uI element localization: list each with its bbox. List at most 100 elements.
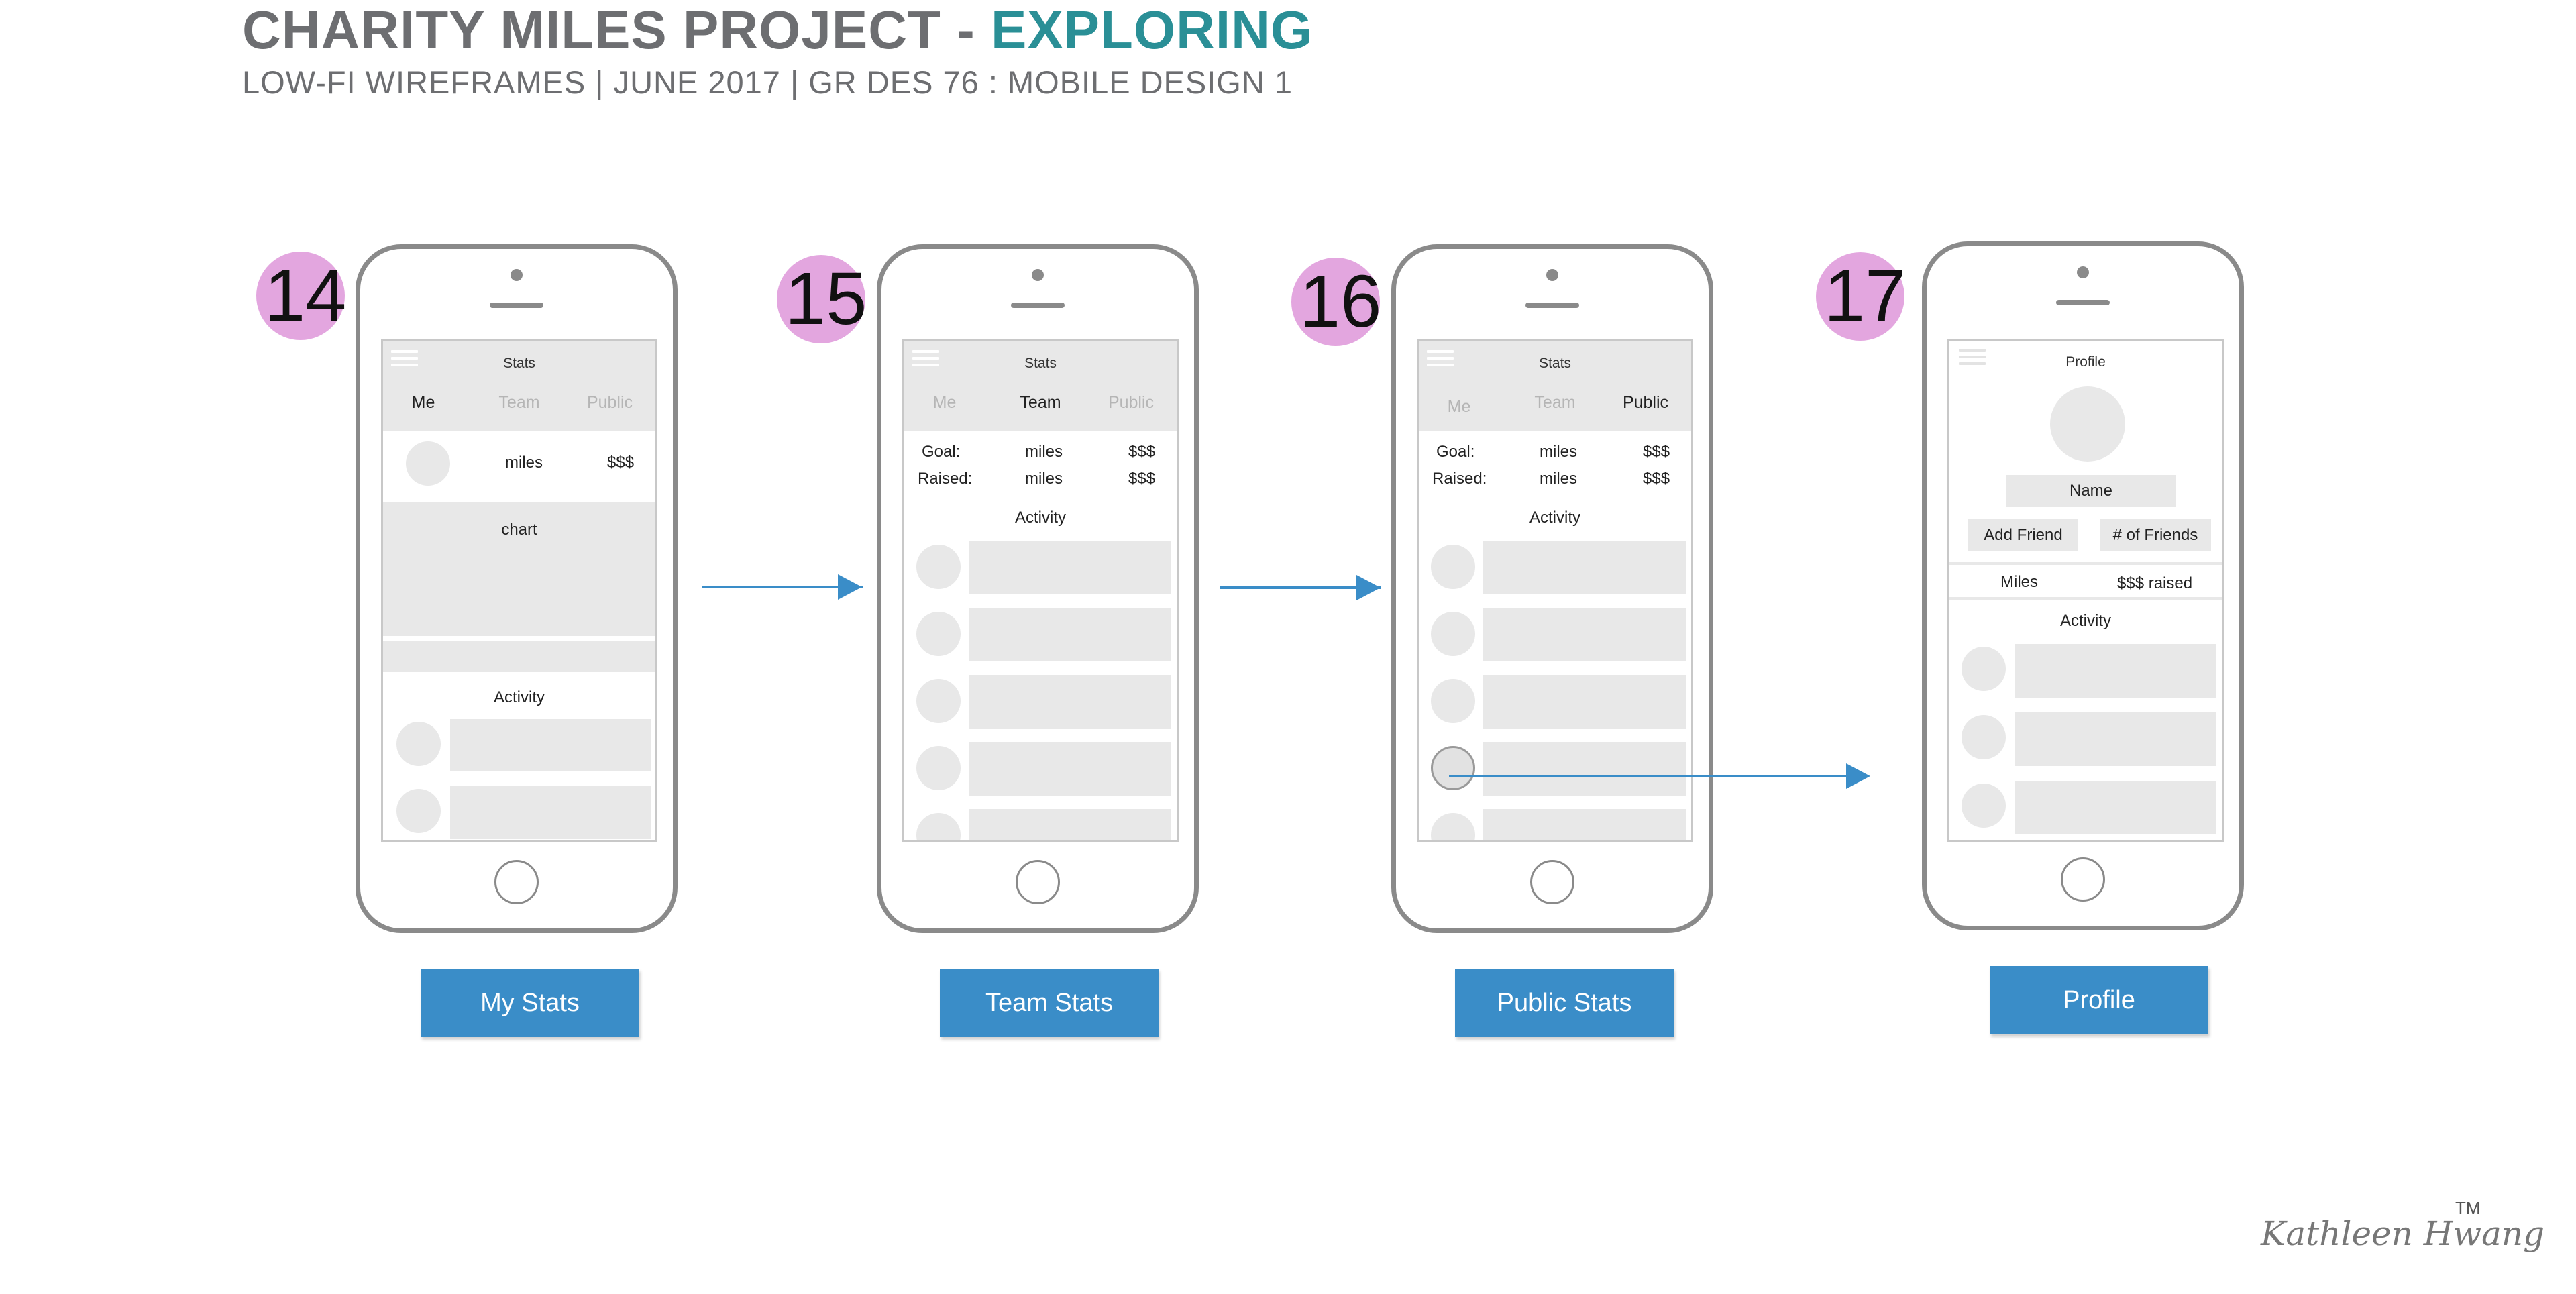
divider [383,641,655,672]
goal-label: Goal: [922,443,961,461]
home-button [1530,860,1574,904]
label-team-stats: Team Stats [940,969,1159,1037]
page-title: CHARITY MILES PROJECT - EXPLORING [242,0,1313,60]
menu-icon[interactable] [391,350,418,366]
activity-item[interactable] [1483,809,1686,840]
goal-miles: miles [1025,443,1063,461]
activity-item[interactable] [969,809,1171,840]
menu-icon[interactable] [1427,350,1454,366]
phone-profile: Profile Name Add Friend # of Friends Mil… [1922,241,2244,930]
activity-avatar [916,746,961,790]
activity-item[interactable] [969,742,1171,796]
activity-item[interactable] [1483,541,1686,594]
home-button [1016,860,1060,904]
activity-avatar [916,813,961,840]
goal-miles: miles [1540,443,1578,461]
activity-avatar [1431,612,1475,656]
tab-public[interactable]: Public [1622,393,1669,412]
activity-avatar [1431,545,1475,589]
activity-avatar [1431,679,1475,723]
flow-arrow-line [1220,586,1381,589]
camera-dot [511,269,523,281]
friends-count-button[interactable]: # of Friends [2100,519,2211,551]
stats-header: Stats Me Team Public [1419,341,1691,431]
activity-item[interactable] [2015,781,2216,834]
speaker-slot [490,303,543,308]
activity-item[interactable] [2015,712,2216,766]
flow-arrow-line [1449,775,1851,777]
tab-public[interactable]: Public [586,393,633,412]
add-friend-button[interactable]: Add Friend [1968,519,2078,551]
label-public-stats: Public Stats [1455,969,1674,1037]
label-my-stats: My Stats [421,969,639,1037]
phone-public-stats: Stats Me Team Public Goal: miles $$$ Rai… [1391,244,1713,933]
camera-dot [1032,269,1044,281]
label-profile: Profile [1990,966,2208,1034]
activity-heading: Activity [1014,508,1066,527]
tab-team[interactable]: Team [498,393,540,412]
activity-avatar [1962,647,2006,691]
flow-arrow-head [838,574,862,600]
divider [1949,597,2222,600]
trademark-mark: TM [2455,1198,2481,1218]
raised-miles: miles [1025,470,1063,488]
activity-item[interactable] [969,608,1171,661]
menu-icon[interactable] [912,350,939,366]
activity-item[interactable] [1483,675,1686,729]
activity-avatar [396,722,441,766]
activity-heading: Activity [493,688,545,706]
chart-label: chart [501,521,537,539]
home-button [494,860,539,904]
activity-item[interactable] [450,719,651,771]
stats-header: Stats Me Team Public [383,341,655,431]
raised-label: $$$ raised [2117,574,2193,592]
money-value: $$$ [607,453,635,472]
selected-user-avatar[interactable] [1431,746,1475,790]
screen-team-stats: Stats Me Team Public Goal: miles $$$ Rai… [902,339,1179,842]
goal-money: $$$ [1128,443,1156,461]
step-badge-17: 17 [1816,252,1906,341]
tab-me[interactable]: Me [411,393,435,412]
goal-money: $$$ [1643,443,1670,461]
activity-item[interactable] [969,541,1171,594]
activity-item[interactable] [969,675,1171,729]
title-prefix: CHARITY MILES PROJECT - [242,0,991,60]
activity-item[interactable] [1483,608,1686,661]
activity-item[interactable] [2015,644,2216,698]
tab-me[interactable]: Me [1447,397,1471,416]
chart-area: chart [383,502,655,636]
raised-miles: miles [1540,470,1578,488]
camera-dot [1546,269,1558,281]
profile-avatar [2050,386,2125,462]
raised-label: Raised: [1432,470,1487,488]
activity-heading: Activity [1529,508,1580,527]
step-badge-14: 14 [256,252,346,340]
activity-item[interactable] [450,786,651,839]
tab-team[interactable]: Team [1020,393,1061,412]
step-badge-15: 15 [777,255,867,343]
divider [1949,562,2222,565]
flow-arrow-head [1356,575,1381,600]
speaker-slot [1525,303,1579,308]
goal-label: Goal: [1436,443,1475,461]
home-button [2061,857,2105,902]
phone-my-stats: Stats Me Team Public miles $$$ chart Act… [356,244,678,933]
raised-label: Raised: [918,470,973,488]
phone-team-stats: Stats Me Team Public Goal: miles $$$ Rai… [877,244,1199,933]
tab-public[interactable]: Public [1108,393,1155,412]
flow-arrow-line [702,586,863,588]
speaker-slot [2056,300,2110,305]
screen-my-stats: Stats Me Team Public miles $$$ chart Act… [381,339,657,842]
miles-value: miles [505,453,543,472]
activity-avatar [1431,813,1475,840]
activity-avatar [1962,715,2006,759]
screen-title: Stats [503,356,535,371]
screen-public-stats: Stats Me Team Public Goal: miles $$$ Rai… [1417,339,1693,842]
menu-icon[interactable] [1959,349,1986,365]
tab-me[interactable]: Me [932,393,957,412]
stats-header: Stats Me Team Public [904,341,1177,431]
step-badge-16: 16 [1291,258,1381,346]
tab-team[interactable]: Team [1534,393,1576,412]
title-accent: EXPLORING [990,0,1313,60]
activity-item[interactable] [1483,742,1686,796]
